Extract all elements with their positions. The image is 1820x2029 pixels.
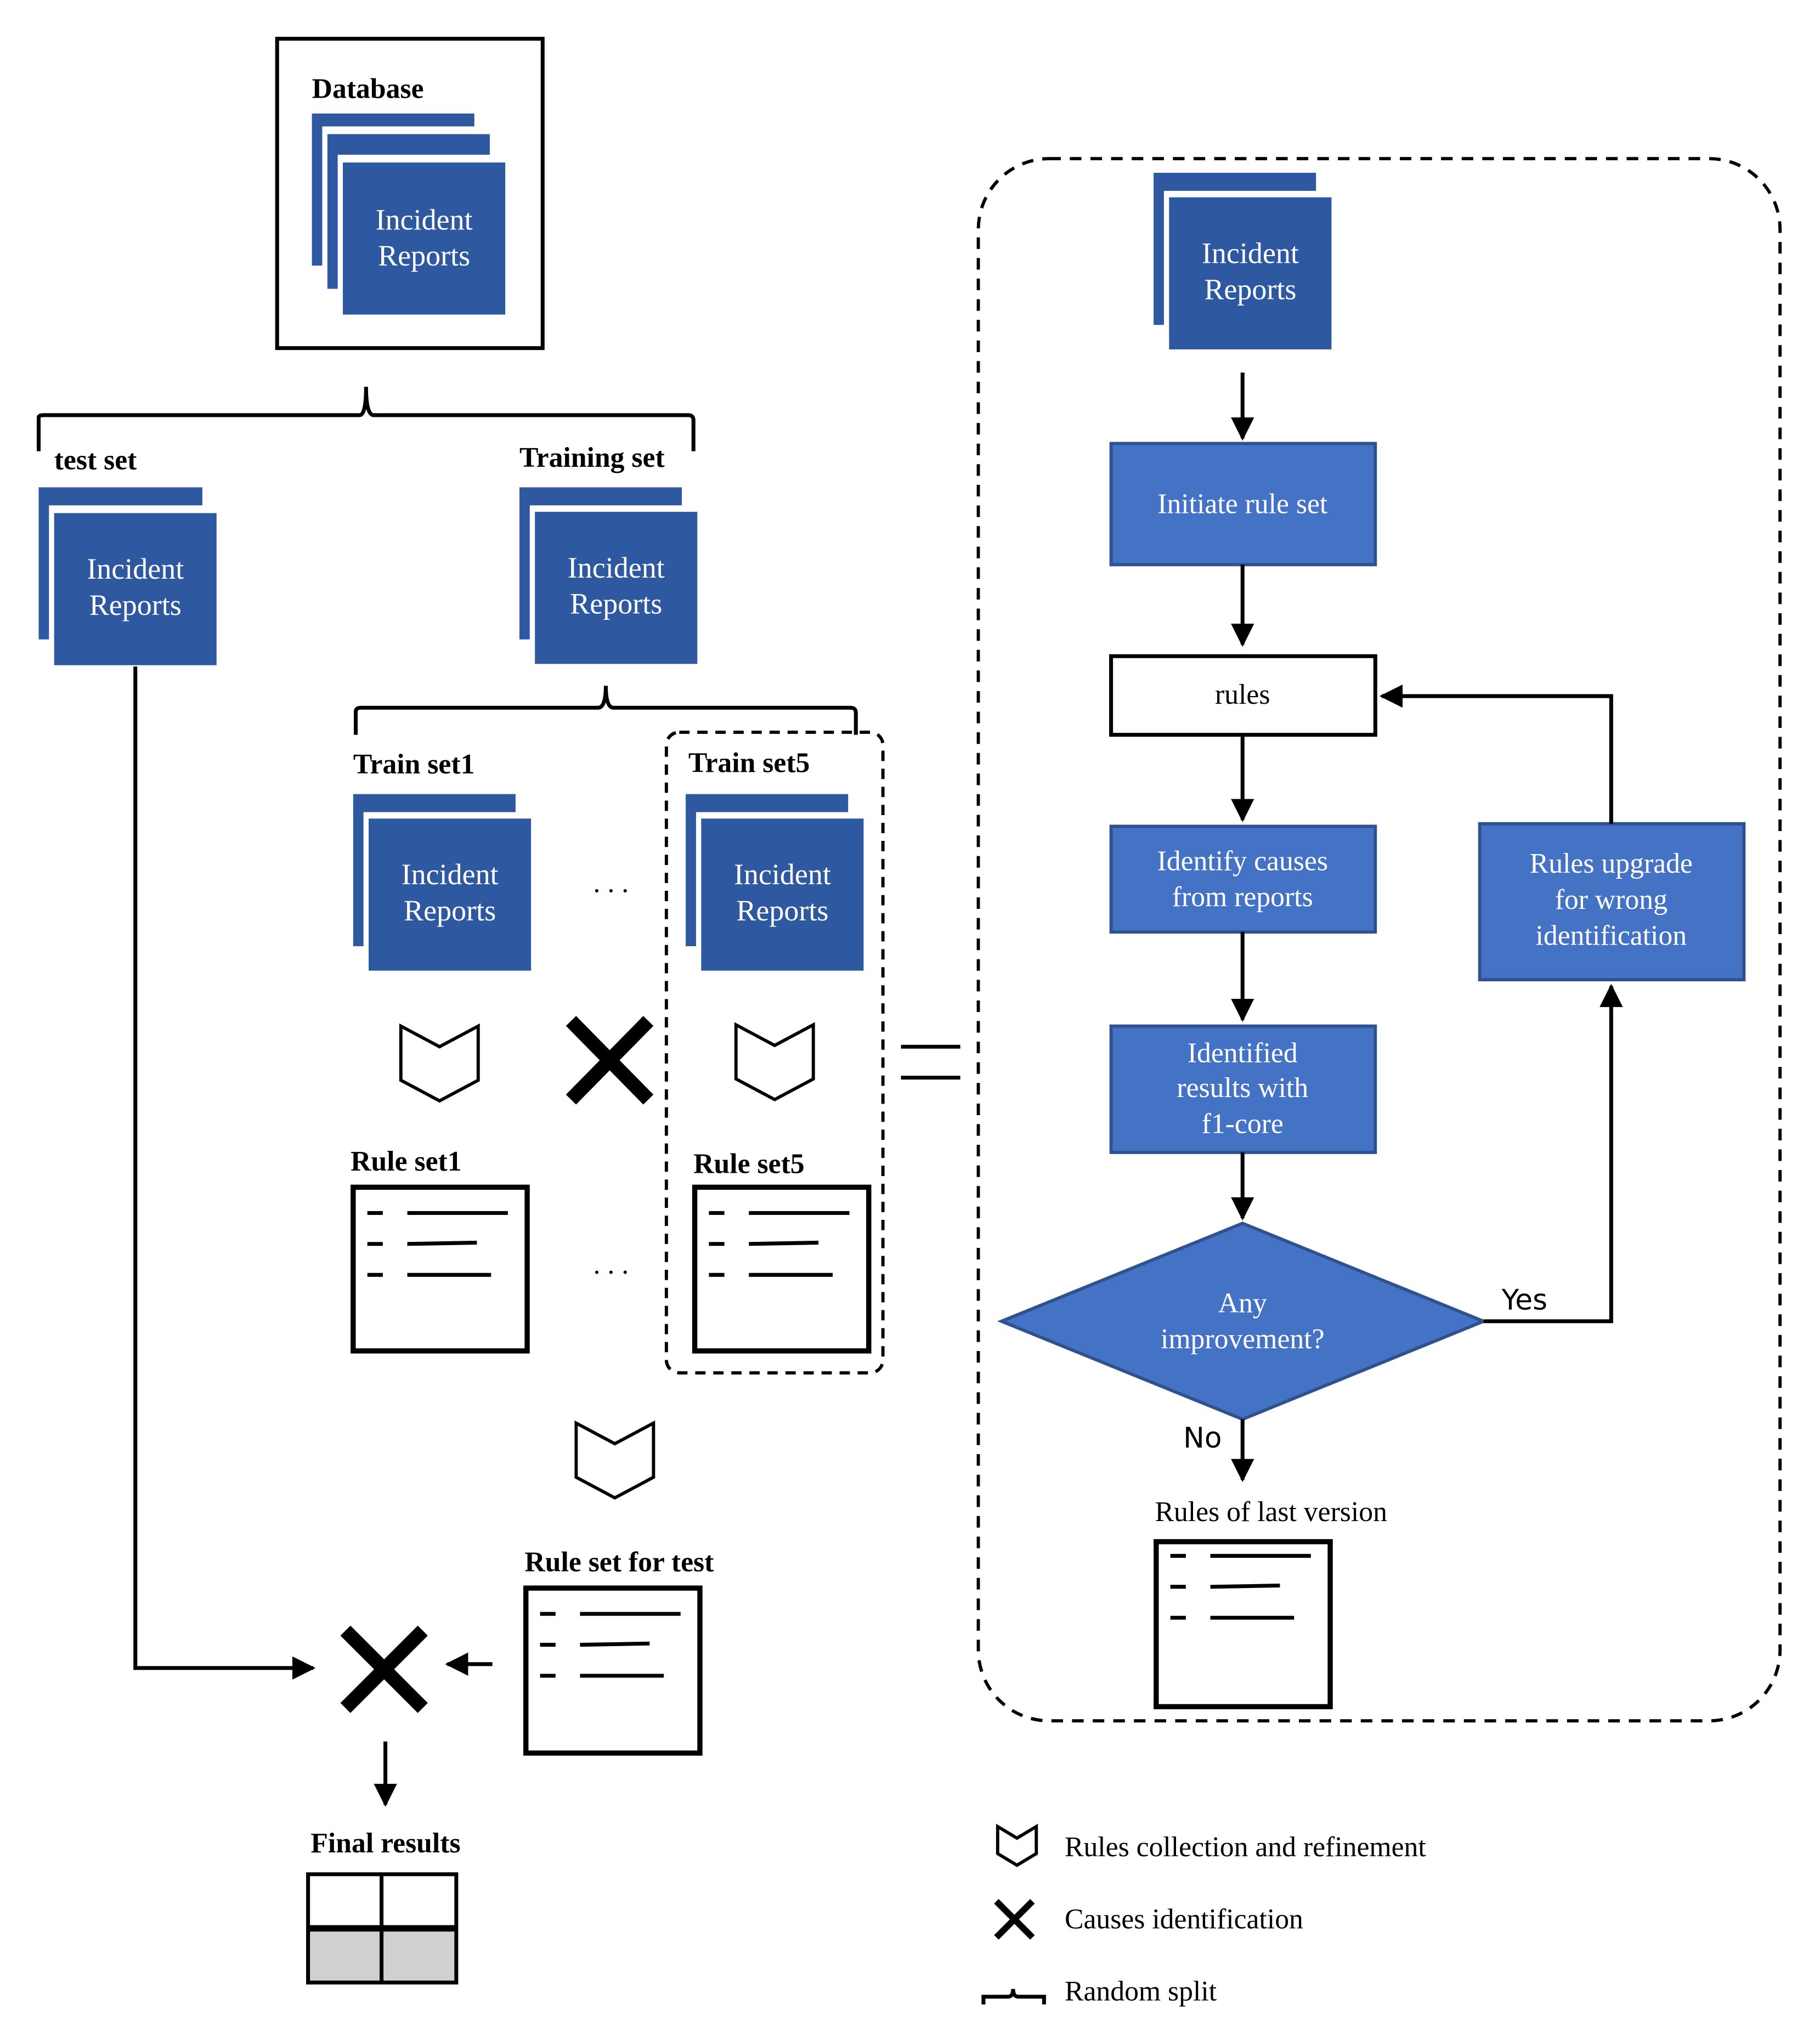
pentagon-chevron-icon (574, 1420, 655, 1500)
refinement-panel (976, 157, 1782, 1723)
report-label-line1: Incident (87, 552, 184, 585)
upgrade-return-connector (1379, 684, 1613, 824)
legend: Rules collection and refinement Causes i… (981, 1823, 1426, 2007)
x-cross-icon (566, 1016, 654, 1105)
upgrade-line3: identification (1536, 920, 1687, 952)
identify-causes-box: Identify causes from reports (1109, 824, 1377, 934)
rules-label: rules (1215, 679, 1270, 710)
report-label-line1: Incident (402, 858, 499, 891)
database-box: Database Incident Reports (275, 37, 545, 351)
report-label-line1: Incident (568, 551, 665, 584)
train-set1-reports: Incident Reports (353, 794, 532, 971)
identify-line2: from reports (1172, 881, 1313, 913)
train-set5-reports: Incident Reports (686, 794, 864, 971)
ellipsis-top: . . . (594, 867, 629, 898)
identify-line1: Identify causes (1157, 845, 1328, 877)
panel-reports: Incident Reports (1154, 173, 1332, 349)
ruleset-document-icon (351, 1184, 530, 1354)
yes-connector (1483, 984, 1623, 1324)
ruleset-document-icon (1154, 1539, 1333, 1710)
report-label-line1: Incident (376, 203, 473, 236)
identified-line1: Identified (1188, 1037, 1298, 1069)
stacked-reports-icon: Incident Reports (312, 113, 506, 315)
ellipsis-bottom: . . . (594, 1249, 629, 1280)
database-label: Database (312, 74, 424, 105)
test-set-reports: Incident Reports (38, 487, 217, 665)
rule-set1-label: Rule set1 (351, 1146, 461, 1177)
report-label-line2: Reports (1204, 273, 1296, 306)
no-label: No (1183, 1422, 1222, 1455)
identified-line3: f1-core (1202, 1109, 1284, 1140)
equals-icon (901, 1044, 960, 1080)
report-label-line2: Reports (89, 589, 182, 621)
bracket-split-icon (981, 1988, 1046, 2005)
upgrade-line2: for wrong (1555, 884, 1668, 915)
training-set-label: Training set (519, 442, 665, 473)
ruleset-document-icon (692, 1184, 872, 1354)
legend-cross-label: Causes identification (1065, 1904, 1303, 1935)
last-version-label: Rules of last version (1155, 1496, 1387, 1528)
report-label-line1: Incident (734, 858, 831, 891)
report-label-line2: Reports (404, 894, 496, 927)
x-cross-icon (340, 1625, 428, 1713)
identified-results-box: Identified results with f1-core (1109, 1024, 1377, 1154)
train-set5-label: Train set5 (688, 748, 810, 779)
rules-upgrade-box: Rules upgrade for wrong identification (1478, 822, 1746, 981)
pentagon-chevron-icon (996, 1823, 1038, 1867)
train-set5-group (664, 730, 885, 1375)
legend-chevron-label: Rules collection and refinement (1065, 1832, 1426, 1863)
final-results-table (306, 1872, 459, 1985)
x-cross-icon (994, 1899, 1035, 1940)
improvement-decision: Any improvement? (997, 1222, 1488, 1421)
training-set-reports: Incident Reports (519, 487, 698, 664)
yes-label: Yes (1501, 1284, 1547, 1317)
identified-line2: results with (1177, 1072, 1308, 1104)
bracket-split-icon (36, 387, 696, 451)
test-set-label: test set (54, 445, 137, 476)
decision-line2: improvement? (1161, 1324, 1325, 1355)
decision-line1: Any (1218, 1287, 1267, 1319)
rules-box: rules (1109, 654, 1377, 737)
rule-set5-label: Rule set5 (693, 1149, 804, 1180)
pentagon-chevron-icon (734, 1022, 815, 1101)
rule-set-for-test-label: Rule set for test (524, 1547, 714, 1578)
upgrade-line1: Rules upgrade (1530, 848, 1693, 879)
legend-split-label: Random split (1065, 1976, 1217, 2007)
pentagon-chevron-icon (399, 1023, 480, 1103)
report-label-line2: Reports (736, 894, 828, 927)
initiate-label: Initiate rule set (1157, 488, 1328, 519)
train-set1-label: Train set1 (353, 749, 475, 780)
bracket-split-icon (354, 686, 858, 735)
report-label-line1: Incident (1202, 237, 1299, 270)
initiate-rule-set-box: Initiate rule set (1109, 442, 1377, 567)
report-label-line2: Reports (378, 239, 470, 272)
report-label-line2: Reports (570, 587, 662, 620)
ruleset-document-icon (523, 1585, 703, 1756)
test-set-connector (133, 666, 316, 1680)
final-results-label: Final results (310, 1828, 460, 1859)
